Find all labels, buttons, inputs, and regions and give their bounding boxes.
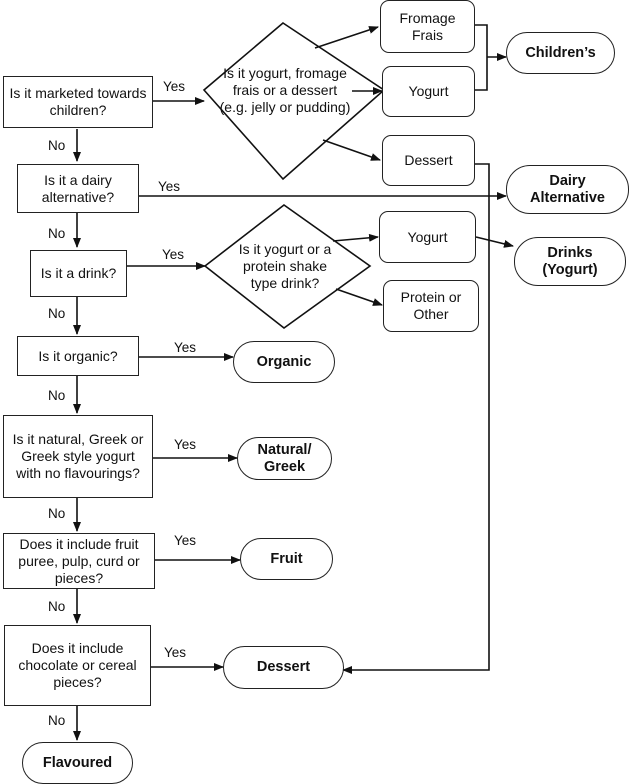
arrow-d1-fromage [314,26,379,49]
category-dairy-alternative: Dairy Alternative [506,165,629,214]
question-text: Is it natural, Greek or Greek style yogu… [12,431,144,481]
label-no-q3: No [48,306,66,321]
label-yes-q2: Yes [158,179,181,194]
arrow-dessert-route [342,163,490,674]
subcategory-dessert-children: Dessert [382,135,475,186]
subcategory-text: Yogurt [407,228,448,245]
category-text: Dessert [256,659,311,675]
subcategory-protein-other: Protein or Other [383,280,479,332]
label-no-q5: No [48,506,66,521]
question-organic: Is it organic? [17,336,139,376]
category-drinks-yogurt: Drinks (Yogurt) [514,237,626,286]
label-no-q1: No [48,138,66,153]
subcategory-text: Protein or Other [400,289,462,322]
decision-diamond-children [202,22,386,181]
question-chocolate-cereal: Does it include chocolate or cereal piec… [4,625,151,706]
bracket-childrens [474,24,488,91]
label-yes-q1: Yes [163,79,186,94]
label-no-q7: No [48,713,66,728]
category-dessert: Dessert [223,646,344,689]
question-dairy-alternative: Is it a dairy alternative? [17,164,139,213]
decision-text-drink: Is it yogurt or a protein shake type dri… [238,240,332,291]
category-text: Drinks (Yogurt) [542,244,598,278]
label-no-q6: No [48,599,66,614]
category-childrens: Children’s [506,32,615,74]
category-text: Fruit [270,550,303,567]
subcategory-yogurt-children: Yogurt [382,66,475,117]
question-text: Is it a dairy alternative? [41,171,115,205]
subcategory-text: Yogurt [408,83,449,99]
category-text: Dairy Alternative [530,172,605,206]
question-drink: Is it a drink? [30,250,127,297]
category-text: Children’s [525,44,596,61]
label-no-q2: No [48,226,66,241]
decision-text-children: Is it yogurt, fromage frais or a dessert… [219,64,351,115]
label-yes-q4: Yes [174,340,197,355]
question-text: Is it organic? [38,347,118,364]
subcategory-yogurt-drink: Yogurt [379,211,476,263]
question-fruit: Does it include fruit puree, pulp, curd … [3,533,155,589]
category-organic: Organic [233,341,335,383]
label-yes-q6: Yes [174,533,197,548]
category-text: Flavoured [42,754,113,771]
question-text: Does it include chocolate or cereal piec… [18,640,137,690]
question-text: Does it include fruit puree, pulp, curd … [18,535,140,586]
arrow-d1-dessert [322,139,381,161]
label-yes-q7: Yes [164,645,187,660]
arrow-d2-yogurt [332,233,379,242]
subcategory-text: Fromage Frais [399,9,456,43]
label-yes-q3: Yes [162,247,185,262]
category-fruit: Fruit [240,538,333,580]
category-flavoured: Flavoured [22,742,133,784]
question-text: Is it a drink? [40,265,117,281]
subcategory-fromage-frais: Fromage Frais [380,0,475,53]
question-natural-greek: Is it natural, Greek or Greek style yogu… [3,415,153,498]
label-no-q4: No [48,388,66,403]
decision-diamond-drink [203,204,372,330]
category-text: Organic [256,353,312,370]
arrow-yogurt-to-drinks [475,236,514,248]
question-text: Is it marketed towards children? [9,85,147,118]
category-natural-greek: Natural/ Greek [237,437,332,480]
label-yes-q5: Yes [174,437,197,452]
question-marketed-children: Is it marketed towards children? [3,76,153,128]
subcategory-text: Dessert [404,152,453,168]
category-text: Natural/ Greek [257,441,312,475]
arrow-d2-protein [335,288,383,306]
